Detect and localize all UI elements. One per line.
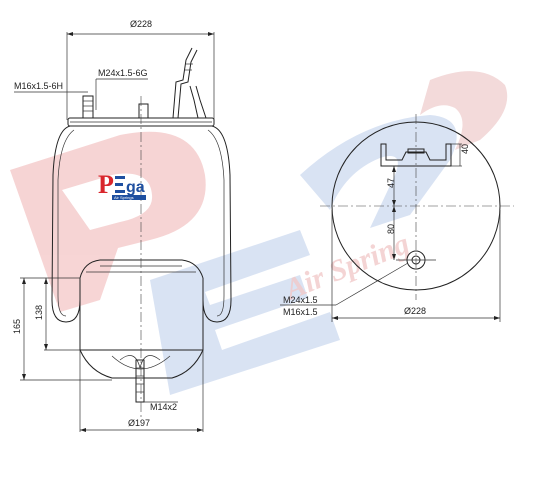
dim-40-label: 40 (460, 144, 470, 154)
height-label: 165 (12, 319, 22, 334)
top-view: 40 47 80 M24x1.5 M16x1.5 Ø228 (280, 114, 514, 322)
watermark-logo: Air Spring (10, 71, 508, 395)
dim-47-label: 47 (386, 178, 396, 188)
thread-a-label: M24x1.5 (283, 295, 318, 305)
bottom-diameter-label: Ø197 (128, 418, 150, 428)
dim-80-label: 80 (386, 224, 396, 234)
top-diameter-dimension: Ø228 (66, 19, 215, 120)
height-dimensions: 165 138 (12, 277, 112, 381)
piston-height-label: 138 (34, 305, 44, 320)
top-view-diameter-dimension: Ø228 (331, 210, 501, 322)
thread-label-right: M24x1.5-6G (98, 68, 148, 78)
svg-text:ga: ga (126, 179, 145, 196)
top-view-diameter-label: Ø228 (404, 306, 426, 316)
bottom-diameter-dimension: Ø197 (79, 350, 204, 432)
top-diameter-label: Ø228 (130, 19, 152, 29)
bottom-stud-label: M14x2 (150, 402, 177, 412)
top-bracket: 40 (380, 143, 470, 167)
svg-text:Air Springs: Air Springs (114, 195, 134, 200)
thread-label-left: M16x1.5-6H (14, 81, 63, 91)
thread-b-label: M16x1.5 (283, 307, 318, 317)
side-view: Ø228 M16x1.5-6H M24x1.5-6G (12, 19, 232, 432)
pega-logo: P ga Air Springs (98, 170, 146, 200)
svg-text:P: P (98, 170, 114, 199)
bellows-outline (51, 125, 81, 323)
top-plate (67, 47, 215, 127)
